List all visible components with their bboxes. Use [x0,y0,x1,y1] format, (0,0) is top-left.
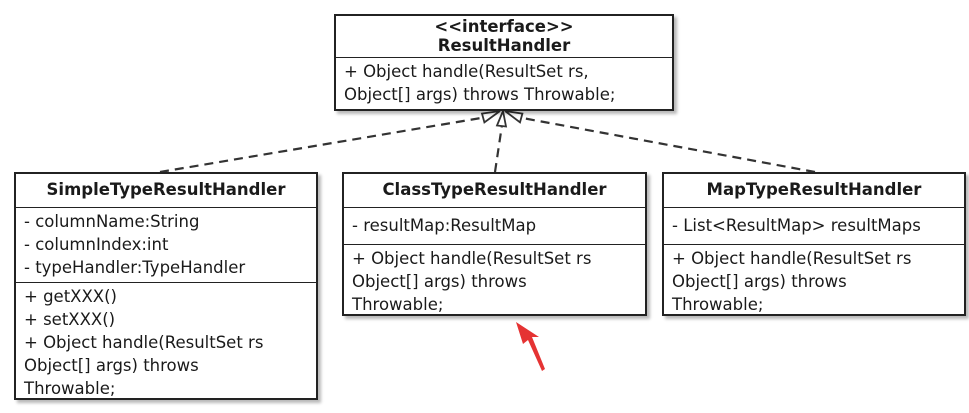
field-line: - typeHandler:TypeHandler [24,258,246,277]
annotation-arrow-bottom [516,322,545,371]
class-fields: - columnName:String - columnIndex:int - … [16,207,316,282]
class-methods: + Object handle(ResultSet rs Object[] ar… [664,244,964,319]
interface-stereotype: <<interface>> [434,17,574,36]
method-line: Object[] args) throws [24,356,199,375]
field-line: - resultMap:ResultMap [352,216,537,235]
method-line: + Object handle(ResultSet rs [672,249,912,268]
method-line: Throwable; [672,295,764,314]
realization-arrowhead-class [495,107,508,128]
method-line: Throwable; [352,295,444,314]
realization-edge-map [516,115,816,174]
interface-name: ResultHandler [437,36,571,55]
field-line: - List<ResultMap> resultMaps [672,216,921,235]
interface-methods: + Object handle(ResultSet rs, Object[] a… [336,57,672,109]
method-line: + setXXX() [24,310,116,329]
class-methods: + getXXX() + setXXX() + Object handle(Re… [16,282,316,403]
class-name: SimpleTypeResultHandler [46,180,286,199]
method-line: + Object handle(ResultSet rs [352,249,592,268]
realization-edge-simple [159,115,488,174]
method-line: + Object handle(ResultSet rs [24,333,264,352]
method-line: Object[] args) throws [672,272,847,291]
class-map-type-result-handler[interactable]: MapTypeResultHandler - List<ResultMap> r… [662,172,966,316]
realization-arrowhead-map [504,110,524,124]
field-line: - columnName:String [24,212,200,231]
method-line: Throwable; [24,379,116,398]
method-line: Object[] args) throws [352,272,527,291]
class-fields: - resultMap:ResultMap [344,207,645,244]
class-simple-type-result-handler[interactable]: SimpleTypeResultHandler - columnName:Str… [14,172,318,400]
realization-edge-class [493,124,504,173]
interface-header: <<interface>> ResultHandler [336,16,672,57]
method-line: + Object handle(ResultSet rs, [344,62,589,81]
method-line: + getXXX() [24,287,117,306]
class-name: MapTypeResultHandler [706,180,922,199]
class-class-type-result-handler[interactable]: ClassTypeResultHandler - resultMap:Resul… [342,172,647,316]
interface-result-handler[interactable]: <<interface>> ResultHandler + Object han… [334,14,674,111]
class-name: ClassTypeResultHandler [382,180,607,199]
class-methods: + Object handle(ResultSet rs Object[] ar… [344,244,645,319]
realization-arrowhead-simple [480,110,501,124]
class-fields: - List<ResultMap> resultMaps [664,207,964,244]
method-line: Object[] args) throws Throwable; [344,85,616,104]
field-line: - columnIndex:int [24,235,169,254]
